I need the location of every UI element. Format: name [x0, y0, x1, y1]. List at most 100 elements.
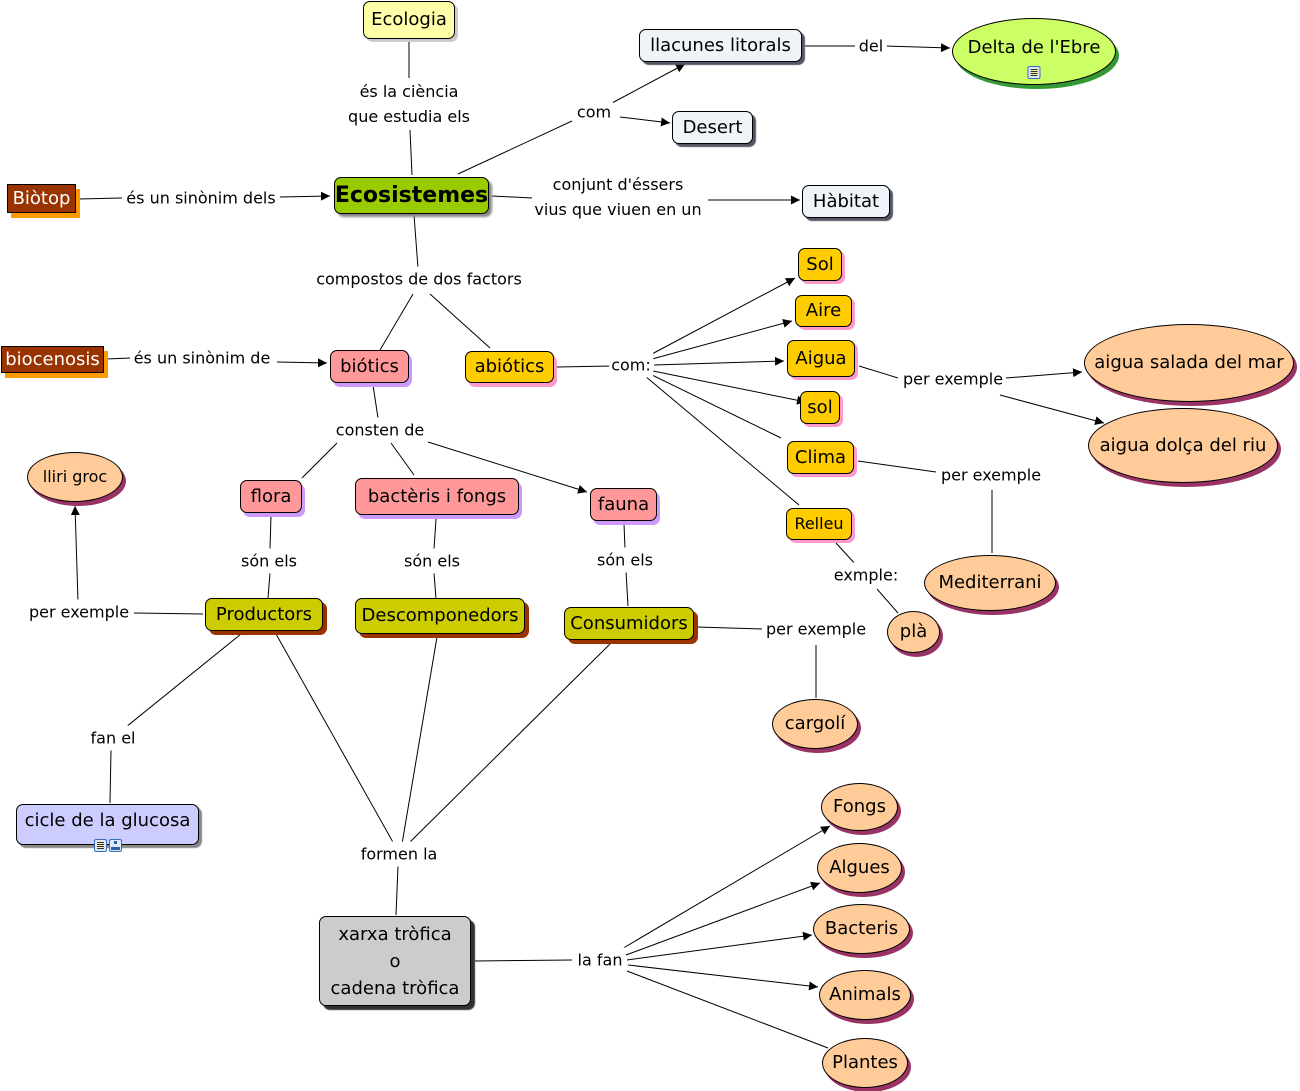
line: [625, 881, 821, 956]
line: [125, 633, 242, 728]
concept-fauna[interactable]: fauna: [590, 488, 657, 521]
concept-label-line: xarxa tròfica: [338, 923, 452, 945]
concept-fongs[interactable]: Fongs: [821, 783, 898, 831]
line: [105, 357, 131, 360]
link-label-son-els-bacteris: són els: [402, 548, 462, 574]
line: [626, 931, 813, 961]
concept-label: fauna: [597, 493, 650, 515]
line: [611, 63, 686, 104]
concept-label: llacunes litorals: [650, 34, 791, 56]
line: [619, 116, 671, 127]
line: [276, 358, 328, 368]
concept-xarxa-trofica[interactable]: xarxa tròfica o cadena tròfica: [319, 916, 471, 1006]
concept-label: Mediterrani: [938, 572, 1042, 593]
link-label-per-exemple-clima: per exemple: [938, 462, 1044, 488]
line: [407, 643, 611, 845]
link-label-com-abiotic: com:: [609, 352, 653, 378]
concept-aigua-dolca-del-riu[interactable]: aigua dolça del riu: [1088, 408, 1278, 483]
line: [401, 636, 438, 845]
concept-animals[interactable]: Animals: [819, 970, 911, 1020]
concept-label: Fongs: [833, 796, 886, 817]
concept-habitat[interactable]: Hàbitat: [802, 185, 890, 218]
line: [70, 505, 80, 602]
concept-map-icon[interactable]: [108, 839, 122, 852]
line: [652, 370, 807, 405]
concept-flora[interactable]: flora: [240, 480, 302, 513]
concept-algues[interactable]: Algues: [817, 843, 902, 893]
link-label-son-els-flora: són els: [239, 548, 299, 574]
concept-aire[interactable]: Aire: [795, 295, 852, 327]
line: [644, 375, 800, 506]
link-label-per-exemple-consumidors: per exemple: [763, 616, 869, 642]
line: [556, 365, 613, 368]
link-label-del: del: [856, 33, 886, 59]
concept-label: Sol: [806, 253, 834, 275]
line: [77, 197, 123, 200]
line: [835, 542, 858, 567]
concept-desert[interactable]: Desert: [672, 111, 753, 144]
resource-icon[interactable]: [1027, 66, 1041, 79]
concept-label: Aigua: [795, 347, 847, 369]
concept-label: cicle de la glucosa: [24, 809, 191, 831]
concept-sol-lowercase[interactable]: sol: [800, 391, 840, 424]
concept-pla[interactable]: plà: [887, 611, 940, 653]
concept-ecosistemes[interactable]: Ecosistemes: [334, 177, 489, 214]
link-label-compostos: compostos de dos factors: [314, 266, 524, 292]
link-label-per-exemple-productors: per exemple: [26, 599, 132, 625]
concept-label: Productors: [215, 603, 313, 625]
concept-label: Hàbitat: [812, 190, 880, 212]
link-label-sinonim-de: és un sinònim de: [131, 345, 273, 371]
concept-label: Bacteris: [824, 918, 899, 939]
concept-label: bactèris i fongs: [367, 485, 507, 507]
line: [395, 865, 399, 916]
concept-label: abiótics: [474, 356, 545, 377]
link-label-formen-la: formen la: [358, 841, 440, 867]
concept-label: Ecosistemes: [334, 182, 489, 208]
concept-plantes[interactable]: Plantes: [822, 1038, 908, 1088]
link-label-conjunt: conjunt d'éssers vius que viuen en un: [532, 172, 704, 222]
concept-aigua[interactable]: Aigua: [787, 340, 855, 377]
line: [433, 518, 437, 550]
concept-bacteris[interactable]: Bacteris: [813, 904, 910, 954]
concept-mediterrani[interactable]: Mediterrani: [924, 555, 1056, 611]
resource-icon[interactable]: [93, 839, 107, 852]
concept-ecologia[interactable]: Ecologia: [363, 1, 455, 39]
line: [409, 129, 413, 176]
concept-label-line: cadena tròfica: [330, 977, 460, 999]
concept-cicle-de-la-glucosa[interactable]: cicle de la glucosa: [16, 804, 199, 852]
line: [858, 365, 899, 379]
concept-biotop[interactable]: Biòtop: [7, 184, 76, 213]
link-label-sinonim-dels: és un sinònim dels: [124, 185, 278, 211]
concept-relleu[interactable]: Relleu: [786, 508, 852, 540]
line: [457, 120, 573, 175]
concept-descomponedors[interactable]: Descomponedors: [355, 598, 525, 634]
concept-delta-de-lebre[interactable]: Delta de l'Ebre: [952, 18, 1116, 85]
concept-label: biocenosis: [5, 348, 100, 370]
concept-label: Delta de l'Ebre: [967, 36, 1101, 58]
concept-llacunes-litorals[interactable]: llacunes litorals: [639, 29, 802, 62]
line: [696, 626, 763, 630]
line: [653, 356, 785, 366]
concept-biotics[interactable]: biótics: [330, 350, 409, 383]
link-label-son-els-fauna: són els: [595, 547, 655, 573]
line: [876, 588, 899, 614]
concept-bacteris-i-fongs[interactable]: bactèris i fongs: [355, 478, 519, 515]
concept-clima[interactable]: Clima: [787, 441, 854, 474]
concept-lliri-groc[interactable]: lliri groc: [27, 452, 123, 502]
line: [427, 441, 588, 494]
concept-label: Algues: [829, 857, 890, 878]
line: [625, 570, 629, 607]
concept-productors[interactable]: Productors: [205, 598, 323, 631]
line: [379, 293, 414, 351]
concept-biocenosis[interactable]: biocenosis: [1, 346, 104, 373]
concept-label: biótics: [340, 355, 399, 377]
line: [626, 970, 829, 1049]
concept-sol[interactable]: Sol: [798, 248, 842, 281]
concept-consumidors[interactable]: Consumidors: [564, 607, 694, 640]
concept-aigua-salada-del-mar[interactable]: aigua salada del mar: [1084, 324, 1294, 402]
line: [433, 572, 437, 600]
concept-label: aigua dolça del riu: [1099, 434, 1267, 456]
concept-cargoli[interactable]: cargolí: [772, 699, 858, 749]
line: [649, 373, 782, 439]
concept-abiotics[interactable]: abiótics: [465, 351, 554, 383]
